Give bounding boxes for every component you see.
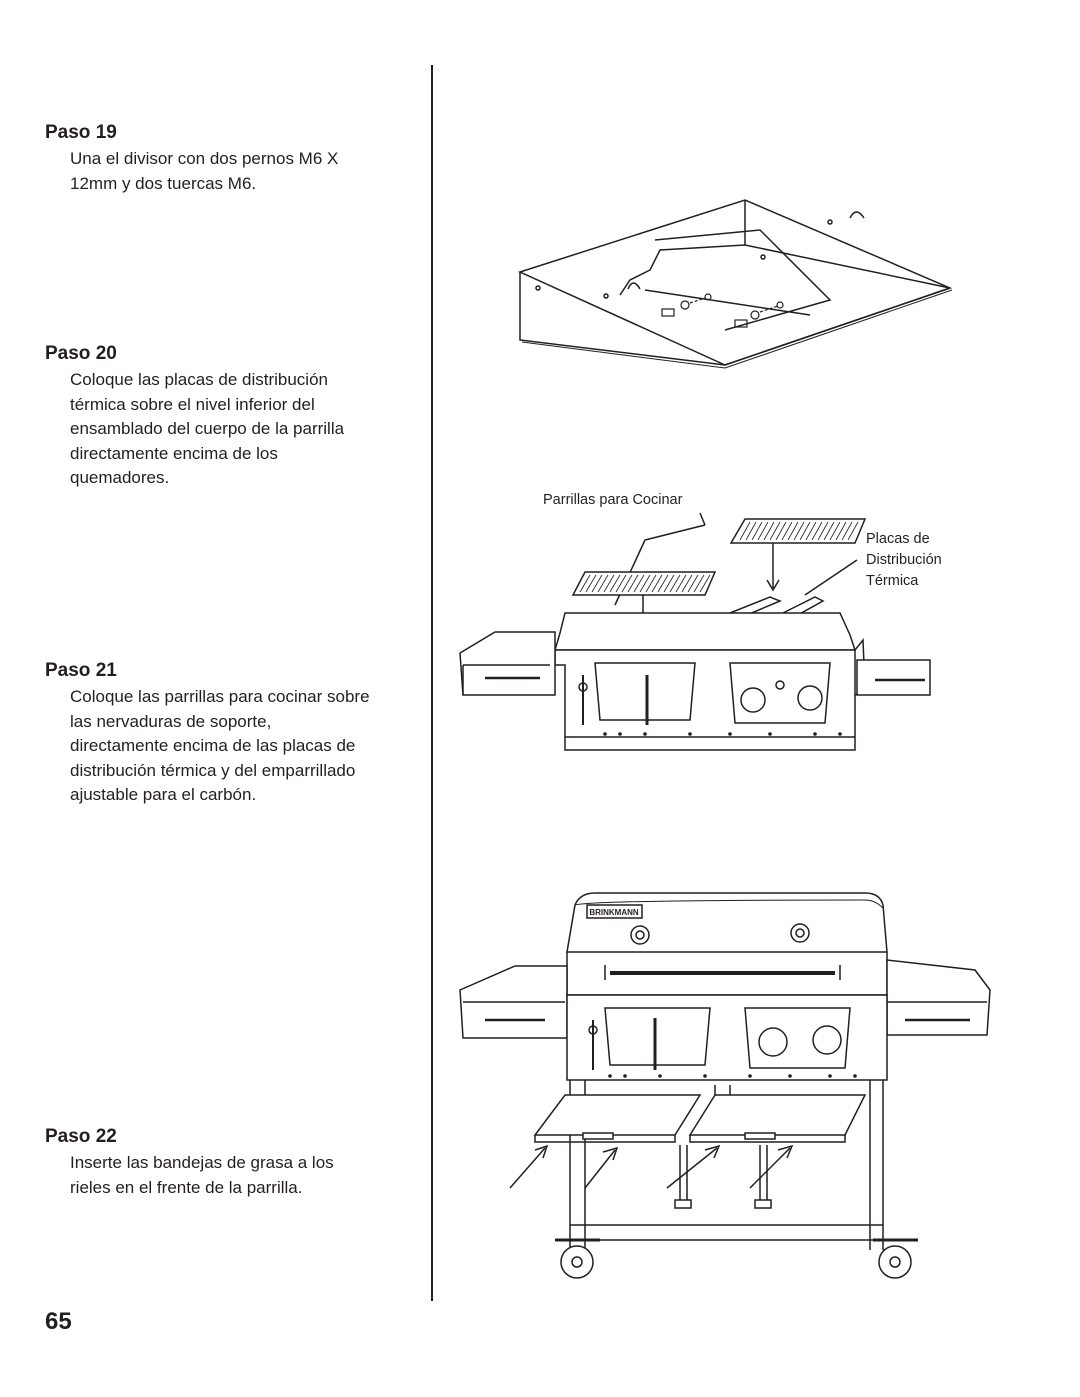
step-21: Paso 21 Coloque las parrillas para cocin…: [45, 660, 385, 808]
step-20-text: Coloque las placas de distribución térmi…: [70, 370, 345, 487]
step-21-title: Paso 21: [45, 660, 117, 681]
step-22-text: Inserte las bandejas de grasa a los riel…: [70, 1153, 334, 1197]
column-divider: [431, 65, 433, 1301]
step-22: Paso 22 Inserte las bandejas de grasa a …: [45, 1126, 385, 1200]
figure-step-20-21-grates: [459, 512, 867, 751]
heat-plates-label-line-2: Distribución: [866, 552, 942, 568]
heat-plates-label: Placas de Distribución Térmica: [866, 529, 942, 592]
step-19-title: Paso 19: [45, 122, 117, 143]
step-20-title: Paso 20: [45, 343, 117, 364]
heat-plates-label-line-1: Placas de: [866, 531, 930, 547]
page-number: 65: [45, 1308, 72, 1335]
step-19: Paso 19 Una el divisor con dos pernos M6…: [45, 122, 385, 196]
step-20: Paso 20 Coloque las placas de distribuci…: [45, 343, 385, 491]
figure-step-21-right-shelf: [856, 659, 931, 696]
figure-step-19-divider: [517, 199, 953, 369]
step-19-text: Una el divisor con dos pernos M6 X 12mm …: [70, 149, 339, 193]
step-21-text: Coloque las parrillas para cocinar sobre…: [70, 687, 370, 804]
heat-plates-label-line-3: Térmica: [866, 573, 919, 589]
cooking-grates-label: Parrillas para Cocinar: [543, 492, 683, 508]
brand-logo: BRINKMANN: [589, 908, 639, 917]
figure-step-22-grease-trays: BRINKMANN: [459, 892, 991, 1279]
step-22-title: Paso 22: [45, 1126, 117, 1147]
